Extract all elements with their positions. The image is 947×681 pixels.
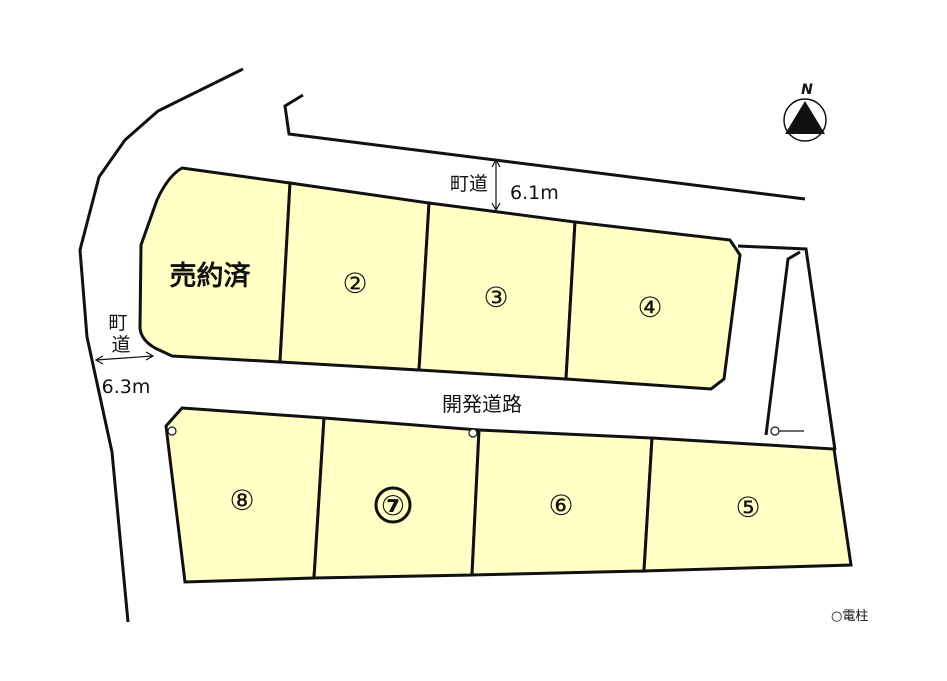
lot-2-label: ② — [342, 267, 367, 300]
north-road-arrow-top — [491, 158, 501, 168]
east-strip-inner-edge — [764, 250, 801, 436]
lot-8-label: ⑧ — [229, 484, 254, 517]
north-arrow-icon — [785, 101, 825, 134]
lot-7-label: ⑦ — [381, 489, 405, 522]
north-road-arrow-bottom — [491, 202, 501, 212]
north-road-outer-edge — [283, 93, 806, 201]
north-road-name: 町道 — [450, 173, 488, 195]
west-road-width-line — [95, 355, 154, 361]
lot-sold[interactable] — [138, 166, 292, 364]
lot-labels: 売約済 ② ③ ④ ⑧ ⑦ ⑥ ⑤ — [170, 260, 761, 524]
east-strip-edge — [737, 244, 837, 451]
north-label: N — [801, 82, 813, 98]
utility-pole-icon — [770, 426, 780, 436]
lot-4[interactable] — [564, 220, 742, 391]
north-road-width: 6.1m — [510, 182, 559, 204]
utility-pole-icon — [167, 426, 177, 436]
lot-8[interactable] — [164, 406, 326, 584]
utility-pole-icon — [468, 428, 478, 438]
north-arrow: N — [783, 82, 827, 142]
north-road-dimension: 町道 6.1m — [450, 158, 559, 212]
lot-4-label: ④ — [637, 291, 662, 324]
west-road-name-2: 道 — [111, 334, 130, 356]
lot-7-highlight-ring — [374, 486, 412, 524]
lot-5-label: ⑤ — [735, 491, 760, 524]
west-road-dimension: 町 道 6.3m — [94, 312, 155, 398]
legend-utility-pole: ○電柱 — [831, 609, 868, 624]
west-road-outer-edge — [78, 67, 244, 623]
road-edges — [78, 67, 837, 623]
west-road-arrow-left — [94, 355, 104, 365]
utility-poles — [167, 426, 804, 438]
lots — [138, 166, 853, 584]
west-road-arrow-right — [145, 351, 155, 361]
lot-sold-label: 売約済 — [170, 260, 252, 292]
lot-6-label: ⑥ — [548, 489, 573, 522]
west-road-name-1: 町 — [108, 312, 127, 334]
lot-5[interactable] — [642, 436, 853, 573]
development-road-label: 開発道路 — [442, 392, 522, 416]
west-road-width: 6.3m — [102, 376, 151, 398]
lot-3-label: ③ — [483, 281, 508, 314]
